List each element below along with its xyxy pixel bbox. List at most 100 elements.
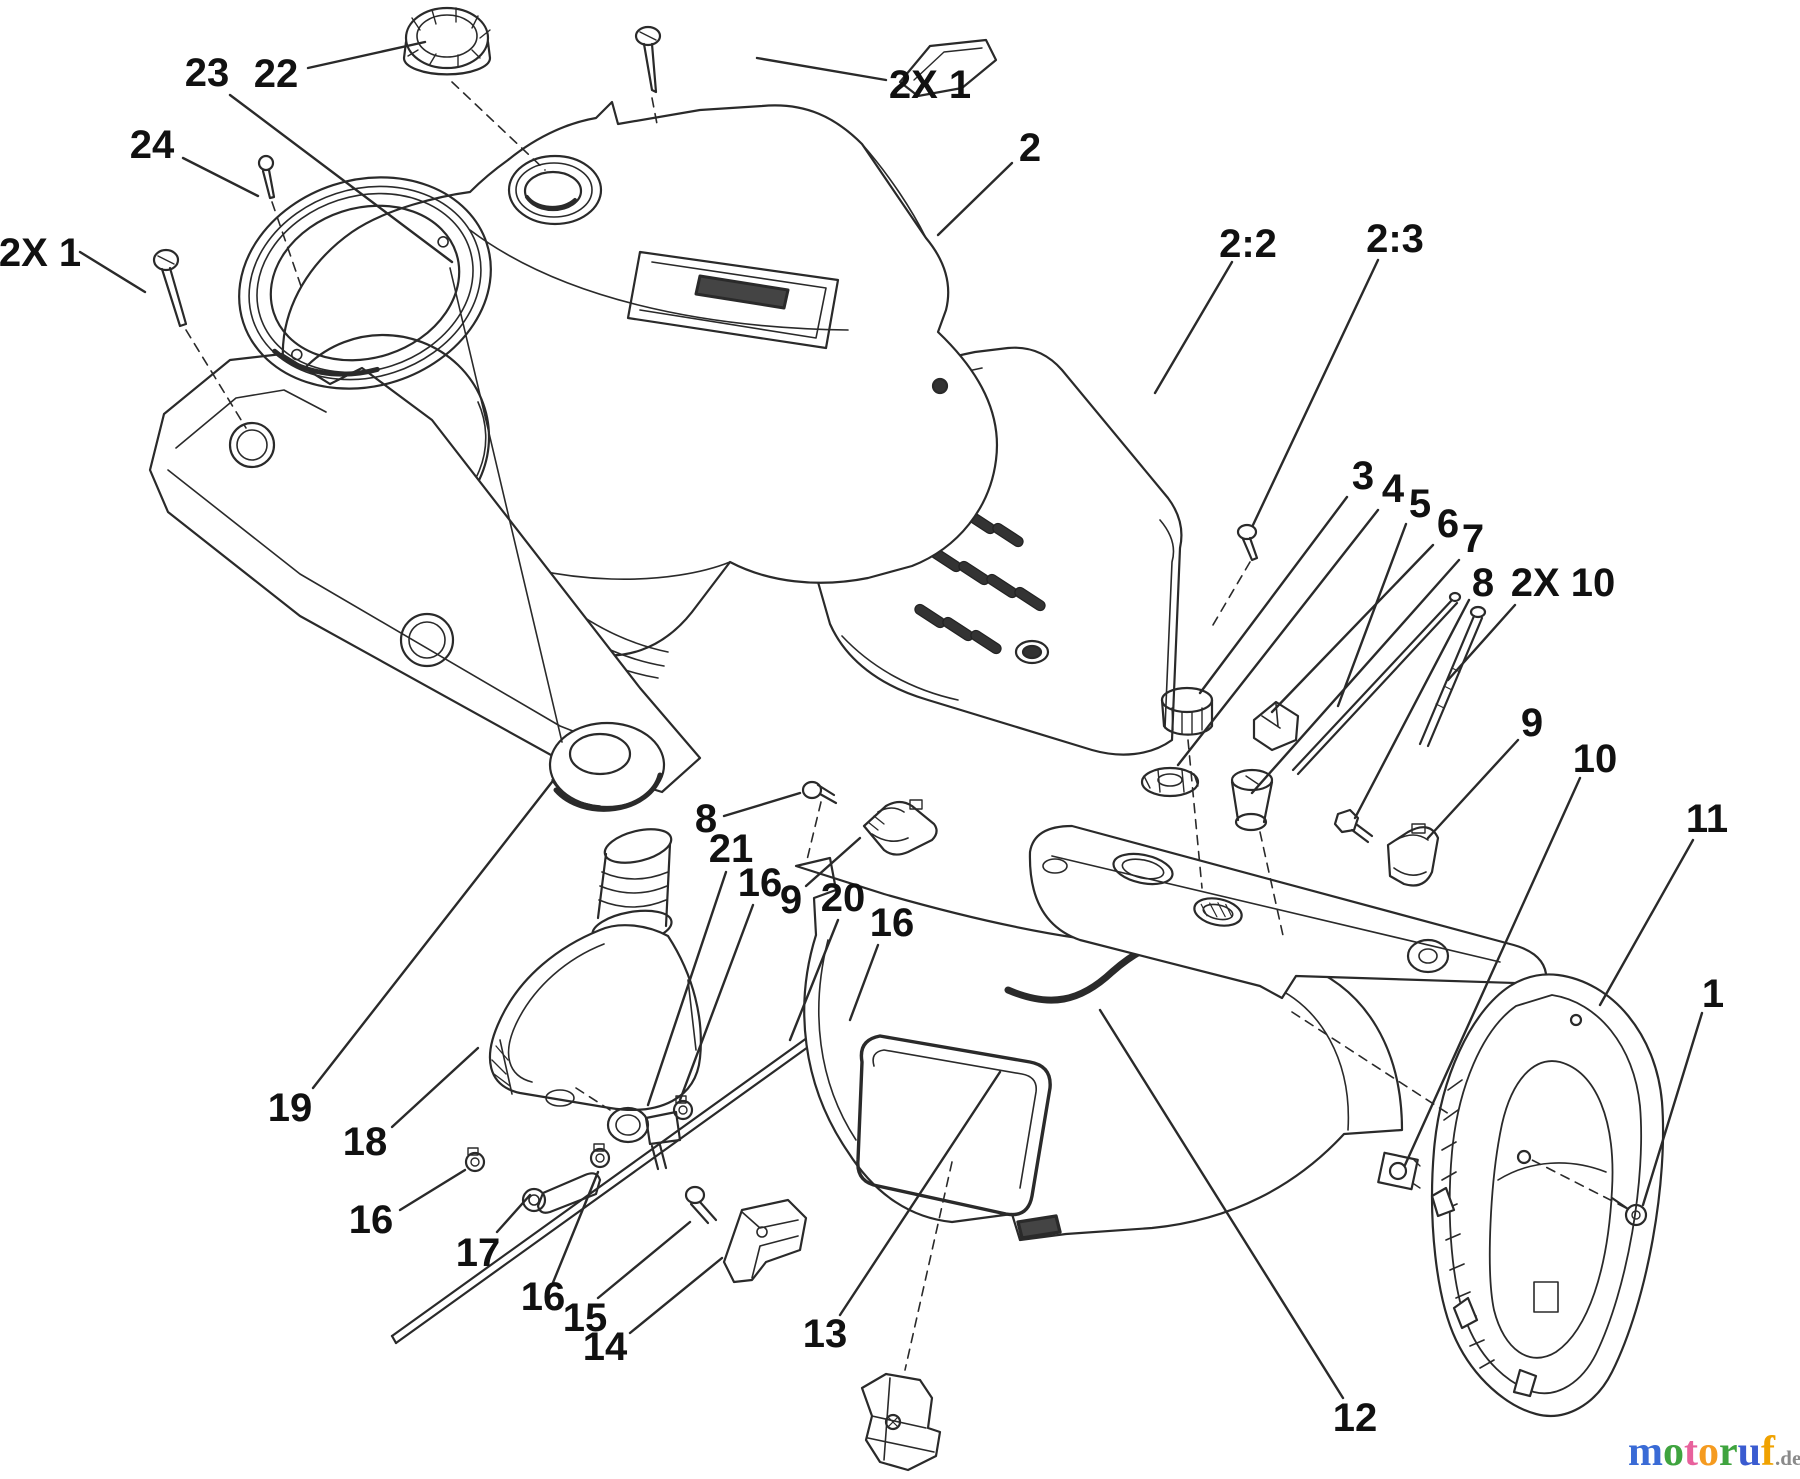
part-label: 16 [521, 1275, 566, 1319]
leader-line [788, 918, 840, 1042]
panel-grommet [1014, 639, 1050, 665]
console-recess [856, 1034, 1052, 1217]
leader-line [306, 40, 427, 70]
leader-line [1598, 838, 1695, 1007]
leader-line [804, 836, 862, 888]
part-12-dash-plate [1028, 824, 1548, 1000]
leader-line [181, 156, 260, 198]
assembly-dash-line [575, 1087, 611, 1111]
leader-line [1641, 1011, 1704, 1207]
shroud-top-tab [898, 38, 998, 98]
assembly-axis-line [449, 267, 563, 743]
leader-line [495, 1193, 532, 1234]
leader-line [1153, 260, 1234, 395]
part-18-fuel-tank [488, 828, 702, 1111]
assembly-dash-line [451, 81, 546, 171]
shroud-bolt-dot [931, 377, 949, 395]
screw-2x1-top [634, 25, 662, 94]
part-label: 3 [1352, 454, 1374, 498]
assembly-dash-line [1209, 561, 1251, 631]
leader-line [1250, 558, 1461, 795]
part-23-gasket-ring [238, 176, 492, 390]
leader-line [1176, 508, 1380, 767]
leader-line [1426, 738, 1520, 840]
part-8-bolt-right [1333, 808, 1374, 844]
brand-logo-word: motoruf [1628, 1429, 1775, 1475]
part-19-foam-collar [548, 721, 666, 812]
part-17-elbow-fitting [521, 1172, 602, 1214]
part-label: 8 [1472, 561, 1494, 605]
part-label: 14 [583, 1325, 628, 1369]
part-label: 7 [1462, 517, 1484, 561]
construction-lines [185, 81, 1627, 1371]
part-4-seal-washer [1140, 766, 1200, 798]
brand-logo-letter: r [1719, 1429, 1738, 1475]
brand-logo-letter: t [1684, 1429, 1698, 1475]
console-slot [1016, 1214, 1062, 1240]
brand-logo-letter: f [1761, 1429, 1776, 1475]
part-label: 22 [254, 52, 299, 96]
part-label: 18 [343, 1120, 388, 1164]
fuel-filler-boss [507, 154, 603, 226]
plate-hole-c [1406, 938, 1450, 974]
part-9-clamp-right [1386, 823, 1440, 887]
screw-2-3 [1236, 523, 1259, 562]
leader-line [722, 791, 802, 818]
leader-line [848, 943, 880, 1022]
leader-lines [78, 40, 1704, 1400]
assembly-dash-line [1291, 1011, 1453, 1117]
brand-logo-letter: m [1628, 1429, 1663, 1475]
leader-line [596, 1220, 692, 1300]
plate-hole-b [1193, 897, 1243, 927]
part-label: 9 [1521, 701, 1543, 745]
part-label: 2:3 [1366, 217, 1424, 261]
clamp-16-c [672, 1095, 694, 1121]
leader-line [936, 161, 1014, 237]
part-label: 5 [1409, 482, 1431, 526]
leader-line [228, 93, 454, 264]
part-label: 16 [870, 901, 915, 945]
part-label: 4 [1382, 467, 1405, 511]
part-14-bracket [722, 1198, 808, 1284]
part-7-key-cylinder [1230, 768, 1274, 832]
part-label: 2X 1 [889, 63, 971, 107]
leader-line [390, 1046, 480, 1129]
leader-line [678, 903, 755, 1102]
part-label: 8 [695, 797, 717, 841]
tank-hatch [491, 1045, 511, 1087]
leader-line [838, 1070, 1002, 1317]
part-label: 2X 10 [1511, 561, 1616, 605]
part-label: 10 [1573, 737, 1618, 781]
part-label: 2:2 [1219, 222, 1277, 266]
leader-line [1098, 1008, 1345, 1400]
part-label: 2X 1 [0, 231, 81, 275]
part-label: 15 [563, 1296, 608, 1340]
leader-line [1198, 495, 1349, 695]
screw-24 [257, 154, 276, 200]
brand-logo[interactable]: motoruf.de [1628, 1430, 1800, 1476]
plate-hole-a [1112, 852, 1174, 886]
part-label: 9 [780, 878, 802, 922]
leader-line [646, 870, 728, 1107]
screw-2x1-left [152, 248, 188, 328]
dash-recess [626, 250, 840, 350]
assembly-dash-line [271, 201, 304, 293]
leader-line [398, 1168, 467, 1212]
brand-logo-letter: o [1698, 1429, 1719, 1475]
assembly-dash-line [904, 1161, 953, 1371]
part-15-bolt [684, 1185, 718, 1225]
part-3-ribbed-cap [1160, 686, 1214, 736]
front-lower-shroud-bar [148, 352, 702, 794]
leader-line [78, 250, 147, 294]
part-label: 19 [268, 1086, 313, 1130]
clamp-9-mid [862, 799, 938, 856]
part-label: 16 [349, 1198, 394, 1242]
bar-hole-left [228, 421, 276, 469]
part-label: 12 [1333, 1396, 1378, 1440]
leader-line [755, 56, 888, 82]
part-label: 21 [709, 827, 754, 871]
plate-hole-d [1042, 858, 1068, 874]
